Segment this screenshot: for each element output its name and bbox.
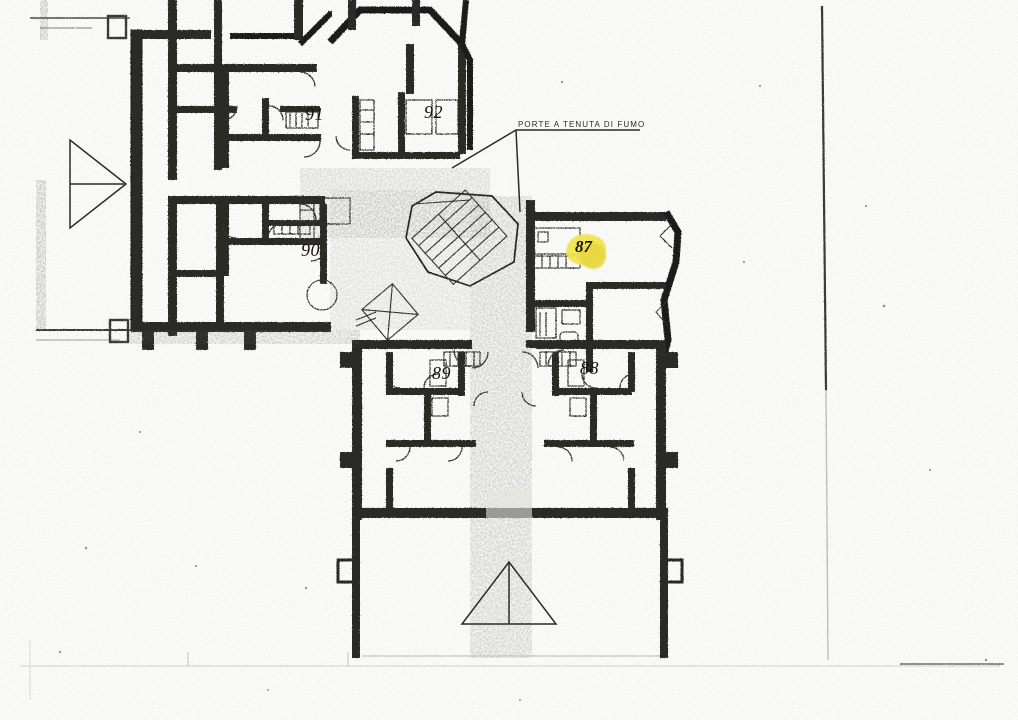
stairwell-core xyxy=(405,189,519,287)
room-number-90: 90 xyxy=(301,240,320,260)
scan-specks xyxy=(58,80,988,701)
highlighter-blob-secondary xyxy=(580,243,606,269)
central-corridor xyxy=(300,168,532,658)
room-number-88: 88 xyxy=(580,358,599,378)
upper-left-wing xyxy=(130,0,473,350)
shaft-marker xyxy=(355,283,419,341)
scan-edge-noise xyxy=(36,0,360,344)
room-number-89: 89 xyxy=(432,363,451,383)
room-87-highlight-marker: 87 xyxy=(566,232,612,272)
room-number-91: 91 xyxy=(305,104,324,124)
direction-marker-left xyxy=(69,138,128,230)
terrace-area xyxy=(336,490,684,658)
room-number-92: 92 xyxy=(424,102,443,122)
smoke-doors-annotation: PORTE A TENUTA DI FUMO xyxy=(518,120,646,129)
smoke-door-leader xyxy=(451,129,640,213)
room-number-87: 87 xyxy=(575,237,592,256)
section-marker-bottom xyxy=(460,560,558,625)
